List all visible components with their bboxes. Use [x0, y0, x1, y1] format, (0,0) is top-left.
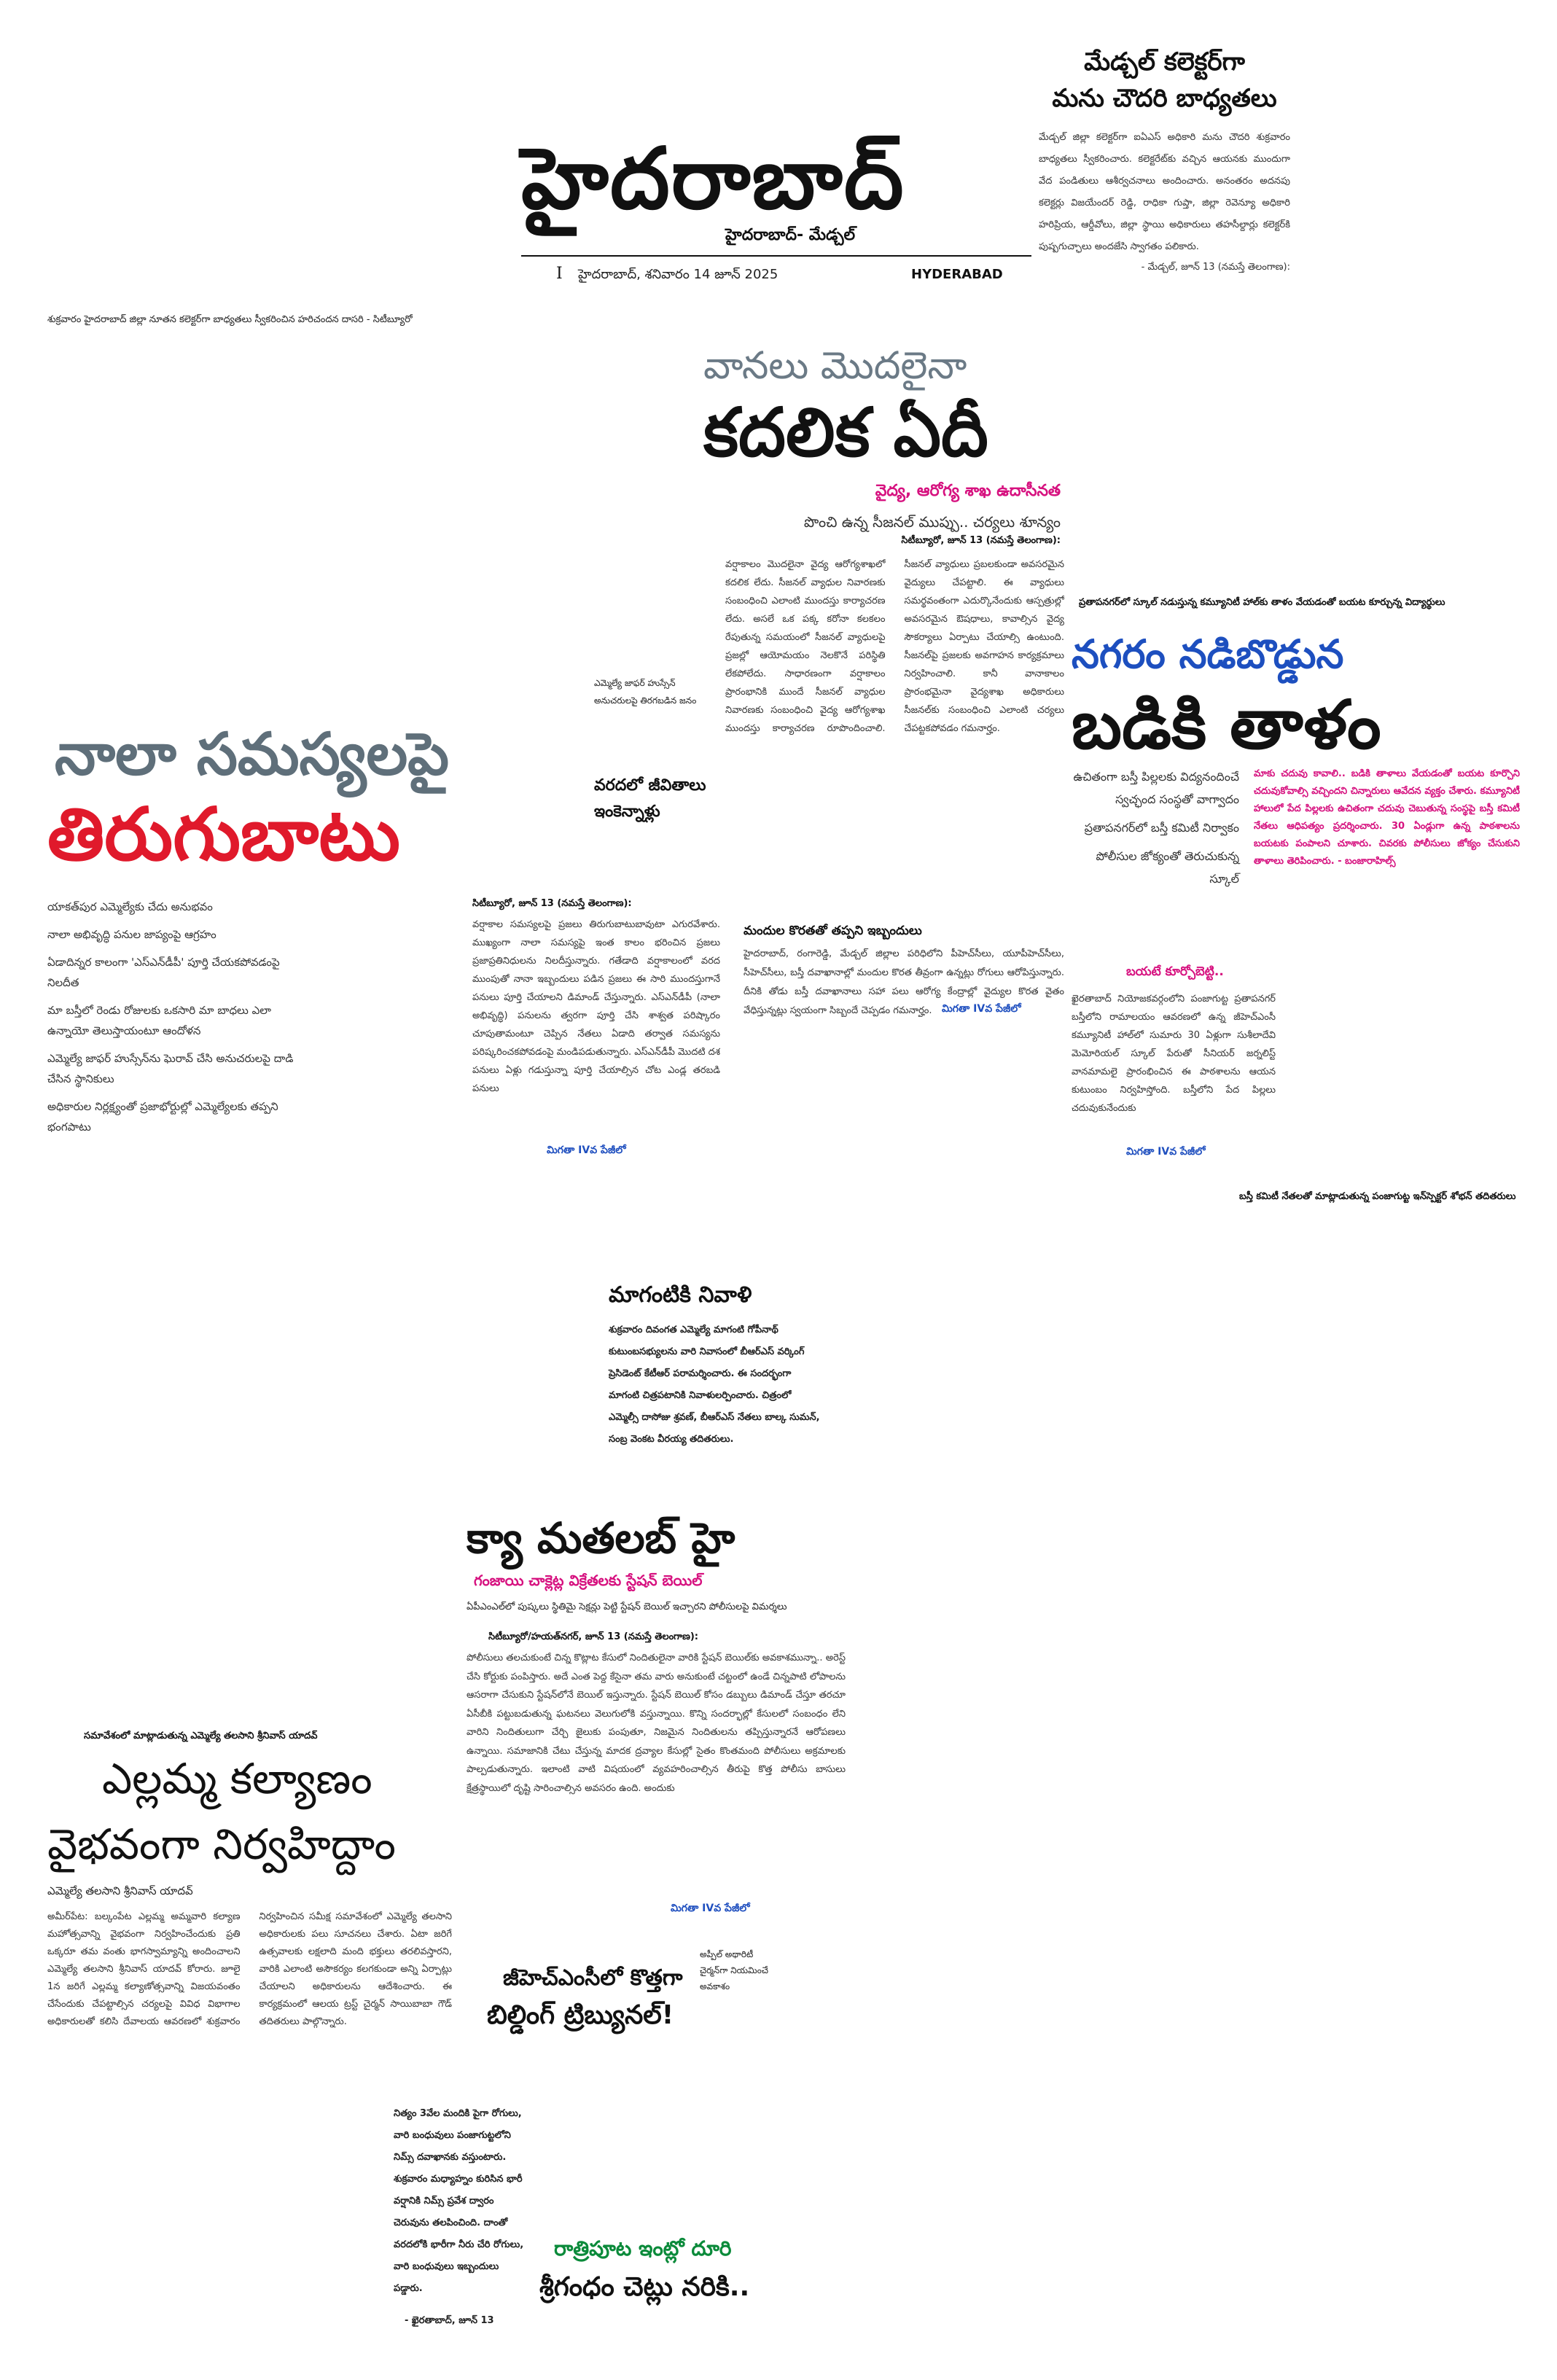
- school-point: ఉచితంగా బస్తీ పిల్లలకు విద్యనందించే స్వచ…: [1073, 770, 1239, 806]
- flowers-dateline: - ఖైరతాబాద్, జూన్ 13: [405, 2315, 494, 2326]
- collector-body: మేడ్చల్ జిల్లా కలెక్టర్‌గా ఐఏఎస్ అధికారి…: [1039, 132, 1290, 252]
- collector-title-1: మేడ్చల్ కలెక్టర్‌గా: [1084, 47, 1245, 77]
- kya-body: పోలీసులు తలచుకుంటే చిన్న కొట్లాట కేసులో …: [467, 1653, 846, 1794]
- school-continued-link[interactable]: మిగతా IVవ పేజీలో: [1126, 1146, 1206, 1158]
- nala-headline-2: తిరుగుబాటు: [47, 792, 400, 877]
- maganti-headline: మాగంటికి నివాళి: [609, 1282, 752, 1308]
- sandalwood-headline-1: రాత్రిపూట ఇంట్లో దూరి: [554, 2236, 732, 2260]
- dateline: హైదరాబాద్, శనివారం 14 జూన్ 2025: [578, 267, 778, 282]
- masthead: హైదరాబాద్ హైదరాబాద్- మేడ్చల్ I హైదరాబాద్…: [521, 131, 1031, 288]
- kya-deck: గంజాయి చాక్లెట్ల విక్రేతలకు స్టేషన్ బెయి…: [474, 1572, 703, 1589]
- masthead-rule: [521, 255, 1031, 257]
- monsoon-kicker: వానలు మొదలైనా: [703, 344, 967, 388]
- building-note: అప్పీల్ అథారిటీ చైర్మన్‌గా నియమించే అవకా…: [700, 1949, 768, 1991]
- masthead-title: హైదరాబాద్: [521, 129, 905, 228]
- maganti-body: శుక్రవారం దివంగత ఎమ్మెల్యే మాగంటి గోపీనా…: [609, 1324, 820, 1445]
- school-photo-caption: బస్తీ కమిటీ నేతలతో మాట్లాడుతున్న పంజాగుట…: [1239, 1191, 1516, 1202]
- monsoon-subdeck: పొంచి ఉన్న సీజనల్ ముప్పు.. చర్యలు శూన్యం: [803, 513, 1061, 531]
- school-headline-2: బడికి తాళం: [1072, 686, 1381, 764]
- ellamma-byline: ఎమ్మెల్యే తలసాని శ్రీనివాస్ యాదవ్: [47, 1884, 193, 1897]
- ellamma-headline-1: ఎల్లమ్మ కల్యాణం: [102, 1754, 372, 1803]
- monsoon-body: వర్షాకాలం మొదలైనా వైద్య ఆరోగ్యశాఖలో కదలి…: [725, 559, 1064, 734]
- flowers-body: నిత్యం 3వేల మందికి పైగా రోగులు, వారి బంధ…: [394, 2108, 524, 2294]
- nala-point: మా బస్తీలో రెండు రోజులకు ఒకసారి మా బాధలు…: [47, 1004, 271, 1037]
- monsoon-story: వానలు మొదలైనా కదలిక ఏదీ వైద్య, ఆరోగ్య శా…: [703, 343, 1061, 538]
- kya-subdeck: ఏపీఎంఎల్‌లో పుష్కలు స్థితిమై సెక్షన్లు ప…: [467, 1601, 787, 1612]
- building-headline-2: బిల్డింగ్ ట్రిబ్యునల్!: [487, 2000, 674, 2030]
- edition-label: HYDERABAD: [911, 267, 1003, 282]
- nala-quote: వరదలో జీవితాలు ఇంకెన్నాళ్లు: [594, 776, 706, 821]
- masthead-subtitle: హైదరాబాద్- మేడ్చల్: [725, 226, 856, 244]
- kya-dateline: సిటీబ్యూరో/హయత్‌నగర్, జూన్ 13 (నమస్తే తె…: [488, 1631, 699, 1642]
- nala-point: ఏడాదిన్నర కాలంగా 'ఎస్‌ఎన్‌డీపీ' పూర్తి చ…: [47, 956, 280, 989]
- school-point: పోలీసుల జోక్యంతో తెరుచుకున్న స్కూల్: [1096, 849, 1239, 886]
- sandalwood-headline-2: శ్రీగంధం చెట్లు నరికి..: [539, 2272, 750, 2302]
- nala-point: నాలా అభివృద్ధి పనుల జాప్యంపై ఆగ్రహం: [47, 928, 216, 941]
- collector-dateline: - మేడ్చల్, జూన్ 13 (నమస్తే తెలంగాణ):: [1141, 262, 1290, 273]
- monsoon-headline: కదలిక ఏదీ: [703, 394, 988, 472]
- ellamma-body: అమీర్‌పేట: బల్కంపేట ఎల్లమ్మ అమ్మవారి కల్…: [47, 1911, 452, 2027]
- school-headline-1: నగరం నడిబొడ్డున: [1072, 631, 1344, 677]
- nala-headline-1: నాలా సమస్యలపై: [55, 720, 450, 788]
- photo-caption-collector: శుక్రవారం హైదరాబాద్ జిల్లా నూతన కలెక్టర్…: [47, 314, 413, 325]
- school-subhead: బయటే కూర్చోబెట్టి..: [1126, 964, 1224, 979]
- school-highlight: మాకు చదువు కావాలి.. బడికి తాళాలు వేయడంతో…: [1254, 768, 1520, 867]
- building-headline-1: జీహెచ్ఎంసీలో కొత్తగా: [503, 1965, 683, 1991]
- kya-continued-link[interactable]: మిగతా IVవ పేజీలో: [671, 1903, 750, 1914]
- nala-point: అధికారుల నిర్లక్ష్యంతో ప్రజాభోర్టుల్లో ఎ…: [47, 1100, 278, 1134]
- nala-point: ఎమ్మెల్యే జాఫర్ హుస్సేన్‌ను ఘెరావ్ చేసి …: [47, 1052, 294, 1085]
- school-point: ప్రతాపనగర్‌లో బస్తీ కమిటీ నిర్వాకం: [1084, 821, 1239, 835]
- monsoon-continued-link[interactable]: మిగతా IVవ పేజీలో: [942, 1003, 1021, 1015]
- collector-story: మేడ్చల్ కలెక్టర్‌గా మను చౌదరి బాధ్యతలు మ…: [1039, 44, 1290, 277]
- nala-photo-caption: ఎమ్మెల్యే జాఫర్ హుస్సేన్ అనుచరులపై తిరగబ…: [594, 678, 697, 706]
- ellamma-headline-2: వైభవంగా నిర్వహిద్దాం: [47, 1819, 396, 1869]
- ellamma-kicker: సమావేశంలో మాట్లాడుతున్న ఎమ్మెల్యే తలసాని…: [84, 1731, 318, 1741]
- school-kicker: ప్రతాపనగర్‌లో స్కూల్ నడుస్తున్న కమ్యూనిట…: [1079, 597, 1445, 608]
- nala-points: యాకత్‌పుర ఎమ్మెల్యేకు చేదు అనుభవం నాలా అ…: [47, 897, 295, 1144]
- monsoon-body-2: హైదరాబాద్, రంగారెడ్డి, మేడ్చల్ జిల్లాల ప…: [744, 948, 1064, 1016]
- monsoon-deck: వైద్య, ఆరోగ్య శాఖ ఉదాసీనత: [875, 482, 1061, 500]
- nala-point: యాకత్‌పుర ఎమ్మెల్యేకు చేదు అనుభవం: [47, 900, 213, 913]
- nala-continued-link[interactable]: మిగతా IVవ పేజీలో: [547, 1144, 626, 1156]
- collector-title-2: మను చౌదరి బాధ్యతలు: [1052, 84, 1277, 113]
- nala-dateline: సిటీబ్యూరో, జూన్ 13 (నమస్తే తెలంగాణ):: [472, 898, 632, 909]
- page-number: I: [556, 265, 563, 283]
- monsoon-subhead: మందుల కొరతతో తప్పని ఇబ్బందులు: [744, 924, 922, 938]
- monsoon-dateline: సిటీబ్యూరో, జూన్ 13 (నమస్తే తెలంగాణ):: [901, 535, 1061, 546]
- nala-body: వర్షాకాల సమస్యలపై ప్రజలు తిరుగుబాటుబావుట…: [472, 919, 720, 1094]
- school-points: ఉచితంగా బస్తీ పిల్లలకు విద్యనందించే స్వచ…: [1072, 765, 1239, 896]
- kya-headline: క్యా మతలబ్ హై: [467, 1513, 735, 1563]
- school-body: ఖైరతాబాద్ నియోజకవర్గంలోని పంజాగుట్ట ప్రత…: [1072, 994, 1276, 1114]
